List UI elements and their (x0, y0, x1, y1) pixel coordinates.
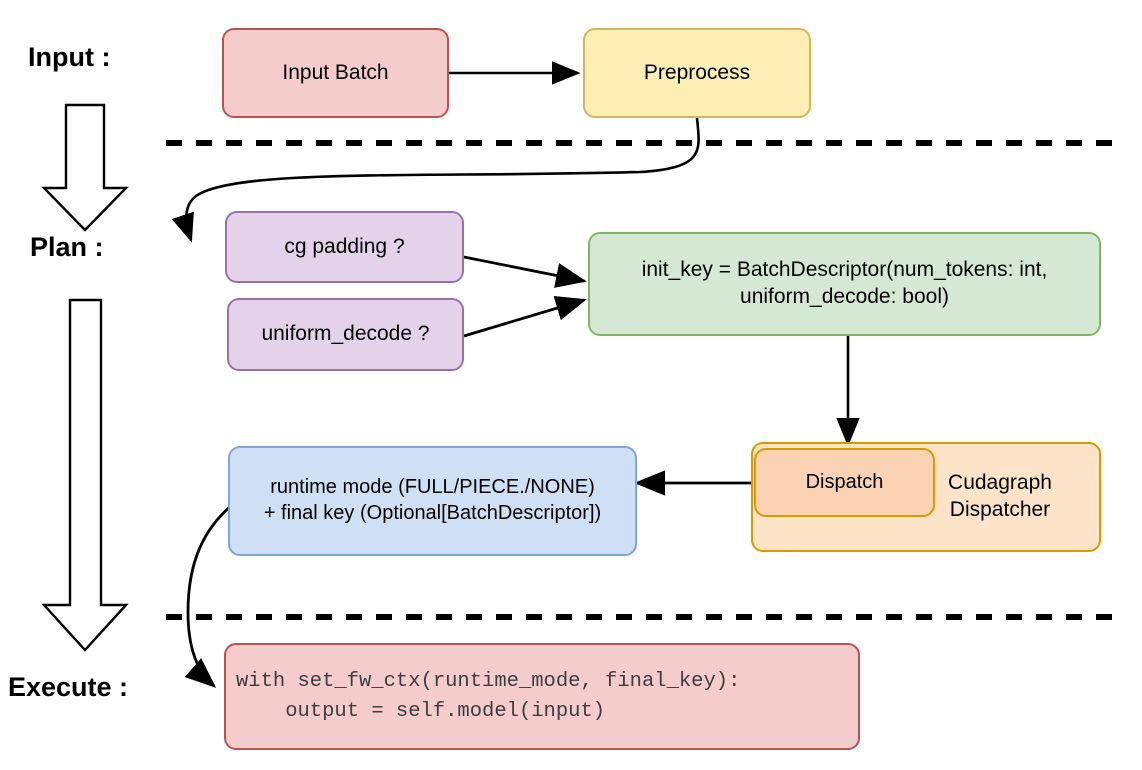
node-preprocess-label: Preprocess (643, 60, 751, 84)
stage-label-plan: Plan : (30, 232, 104, 262)
edge-cg-padding-to-init-key (463, 255, 587, 288)
node-dispatch[interactable]: Dispatch (754, 448, 935, 517)
input-to-plan-block-arrow (41, 103, 129, 232)
edge-uniform-decode-to-init-key (463, 295, 587, 338)
node-execute-code-line1: with set_fw_ctx(runtime_mode, final_key)… (236, 669, 741, 693)
node-cg-padding[interactable]: cg padding ? (225, 211, 464, 283)
node-cudagraph-dispatcher-line2: Dispatcher (949, 498, 1051, 521)
node-cg-padding-label: cg padding ? (284, 234, 405, 258)
node-uniform-decode[interactable]: uniform_decode ? (227, 298, 464, 371)
node-runtime-mode-line2: + final key (Optional[BatchDescriptor]) (263, 502, 602, 524)
node-init-key-line1: init_key = BatchDescriptor(num_tokens: i… (641, 258, 1048, 282)
stage-label-input: Input : (28, 42, 111, 72)
node-init-key-line2: uniform_decode: bool) (740, 285, 949, 308)
plan-to-execute-block-arrow (41, 298, 129, 652)
node-runtime-mode[interactable]: runtime mode (FULL/PIECE./NONE) + final … (228, 446, 637, 556)
node-init-key[interactable]: init_key = BatchDescriptor(num_tokens: i… (588, 232, 1101, 336)
node-input-batch-label: Input Batch (282, 60, 389, 84)
node-cudagraph-dispatcher-line1: Cudagraph (948, 471, 1052, 495)
node-runtime-mode-line1: runtime mode (FULL/PIECE./NONE) (270, 476, 595, 499)
node-uniform-decode-label: uniform_decode ? (261, 322, 430, 346)
node-execute-code-line2: output = self.model(input) (236, 699, 606, 723)
node-execute-code[interactable]: with set_fw_ctx(runtime_mode, final_key)… (224, 643, 860, 750)
node-preprocess[interactable]: Preprocess (583, 28, 811, 118)
node-input-batch[interactable]: Input Batch (222, 28, 449, 118)
node-dispatch-label: Dispatch (805, 470, 884, 493)
stage-label-execute: Execute : (8, 672, 129, 702)
